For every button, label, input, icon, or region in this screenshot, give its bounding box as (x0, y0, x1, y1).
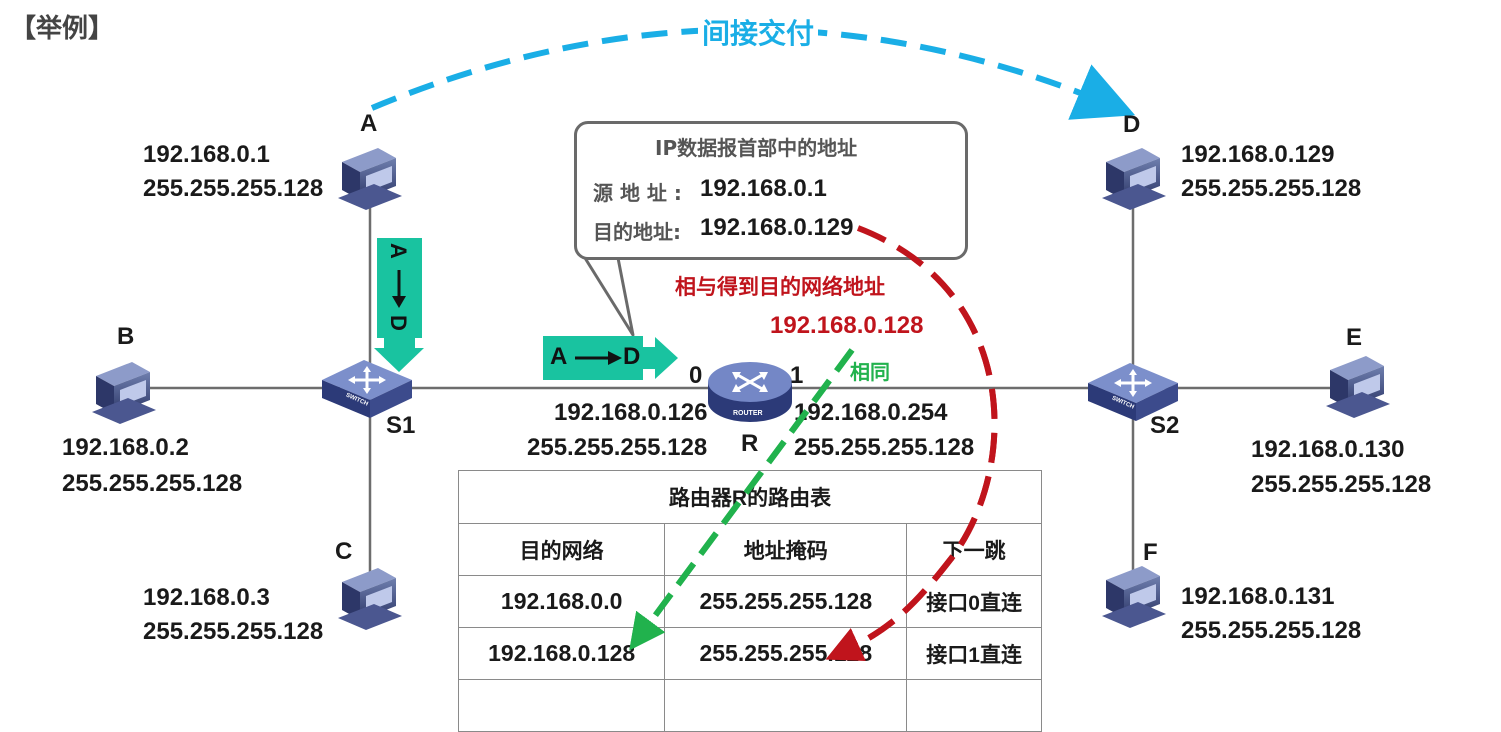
routing-table: 路由器R的路由表 目的网络 地址掩码 下一跳 192.168.0.0 255.2… (457, 470, 1042, 732)
router-port1-mask: 255.255.255.128 (794, 434, 975, 461)
table-cell: 255.255.255.128 (664, 627, 908, 680)
table-header-cell: 目的网络 (457, 523, 666, 576)
host-d-mask: 255.255.255.128 (1181, 175, 1362, 202)
same-label: 相同 (850, 360, 890, 384)
computer-icon-b (92, 362, 156, 424)
host-b-mask: 255.255.255.128 (62, 470, 243, 497)
callout-pointer (583, 256, 635, 337)
host-d-label: D (1123, 111, 1141, 138)
callout-src-value: 192.168.0.1 (700, 175, 827, 202)
and-result-label: 相与得到目的网络地址 (675, 275, 885, 299)
host-f-label: F (1143, 539, 1158, 566)
table-cell: 接口0直连 (906, 575, 1042, 628)
computer-icon-c (338, 568, 402, 630)
host-f-mask: 255.255.255.128 (1181, 617, 1362, 644)
router-caption: ROUTER (733, 410, 763, 417)
switch-icon-s2 (1088, 363, 1178, 421)
callout-dst-label: 目的地址: (593, 220, 681, 244)
packet-vertical-from: A (385, 243, 411, 259)
router-port0-mask: 255.255.255.128 (527, 434, 708, 461)
packet-vertical (374, 238, 424, 372)
router-port1-ip: 192.168.0.254 (794, 399, 948, 426)
computer-icon-d (1102, 148, 1166, 210)
switch-s2-label: S2 (1150, 412, 1180, 439)
table-header-cell: 下一跳 (906, 523, 1042, 576)
table-row: 192.168.0.128 255.255.255.128 接口1直连 (457, 627, 1042, 680)
computer-icon-e (1326, 356, 1390, 418)
host-d-ip: 192.168.0.129 (1181, 141, 1335, 168)
callout-src-label: 源 地 址 : (593, 181, 682, 205)
table-cell: 192.168.0.128 (457, 627, 666, 680)
router-port-0: 0 (689, 362, 703, 389)
host-b-label: B (117, 323, 135, 350)
table-cell: 接口1直连 (906, 627, 1042, 680)
host-a-label: A (360, 110, 378, 137)
table-cell (457, 679, 666, 732)
router-port-1: 1 (790, 362, 804, 389)
table-header-cell: 地址掩码 (664, 523, 908, 576)
host-c-mask: 255.255.255.128 (143, 618, 324, 645)
and-result-value: 192.168.0.128 (770, 312, 924, 339)
packet-horizontal-to: D (623, 343, 641, 370)
switch-icon-s1 (322, 360, 412, 418)
packet-horizontal-from: A (550, 343, 568, 370)
example-header: 【举例】 (10, 14, 115, 44)
host-b-ip: 192.168.0.2 (62, 434, 189, 461)
host-a-mask: 255.255.255.128 (143, 175, 324, 202)
indirect-delivery-label: 间接交付 (698, 12, 819, 52)
host-a-ip: 192.168.0.1 (143, 141, 270, 168)
computer-icon-a (338, 148, 402, 210)
table-row (457, 679, 1042, 732)
table-cell: 255.255.255.128 (664, 575, 908, 628)
host-e-label: E (1346, 324, 1363, 351)
switch-s1-label: S1 (386, 412, 416, 439)
host-f-ip: 192.168.0.131 (1181, 583, 1335, 610)
computer-icon-f (1102, 566, 1166, 628)
packet-vertical-to: D (385, 315, 411, 331)
host-e-ip: 192.168.0.130 (1251, 436, 1405, 463)
table-cell (906, 679, 1042, 732)
callout-dst-value: 192.168.0.129 (700, 214, 854, 241)
router-label: R (741, 430, 759, 457)
routing-table-title: 路由器R的路由表 (458, 470, 1042, 524)
host-c-label: C (335, 538, 353, 565)
host-c-ip: 192.168.0.3 (143, 584, 270, 611)
callout-title: IP数据报首部中的地址 (655, 136, 858, 160)
table-row: 192.168.0.0 255.255.255.128 接口0直连 (457, 575, 1042, 628)
table-cell (664, 679, 908, 732)
table-cell: 192.168.0.0 (457, 575, 666, 628)
router-port0-ip: 192.168.0.126 (554, 399, 708, 426)
host-e-mask: 255.255.255.128 (1251, 471, 1432, 498)
